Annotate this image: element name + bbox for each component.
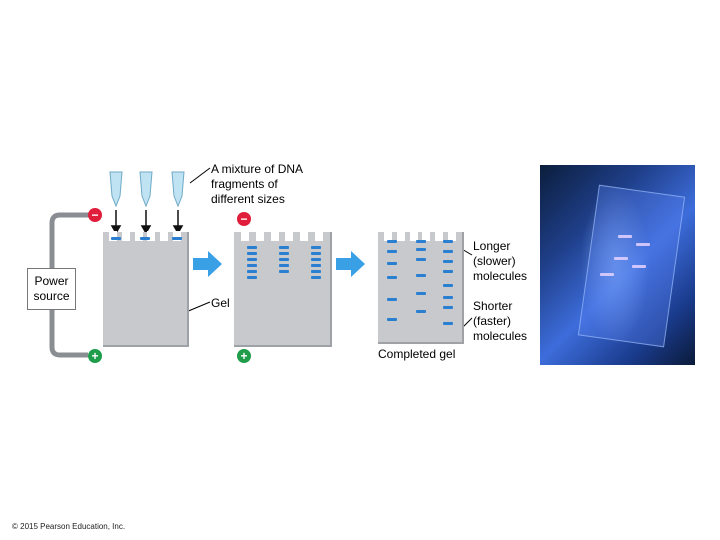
positive-electrode-icon: + xyxy=(88,349,102,363)
power-source-box: Power source xyxy=(27,268,76,310)
longer-molecules-label: Longer (slower) molecules xyxy=(473,239,527,284)
negative-electrode-icon-2: − xyxy=(237,212,251,226)
gel-label: Gel xyxy=(211,296,230,311)
gel-running xyxy=(234,232,332,347)
pipette-icons xyxy=(110,172,184,206)
gel-loading xyxy=(103,232,189,347)
negative-electrode-icon: − xyxy=(88,208,102,222)
copyright: © 2015 Pearson Education, Inc. xyxy=(12,522,125,531)
completed-gel-label: Completed gel xyxy=(378,347,455,362)
gel-completed xyxy=(378,232,464,344)
gel-photo xyxy=(540,165,695,365)
flow-arrow-1 xyxy=(193,251,222,277)
positive-electrode-icon-2: + xyxy=(237,349,251,363)
mixture-label: A mixture of DNA fragments of different … xyxy=(211,162,303,207)
shorter-molecules-label: Shorter (faster) molecules xyxy=(473,299,527,344)
flow-arrow-2 xyxy=(336,251,365,277)
